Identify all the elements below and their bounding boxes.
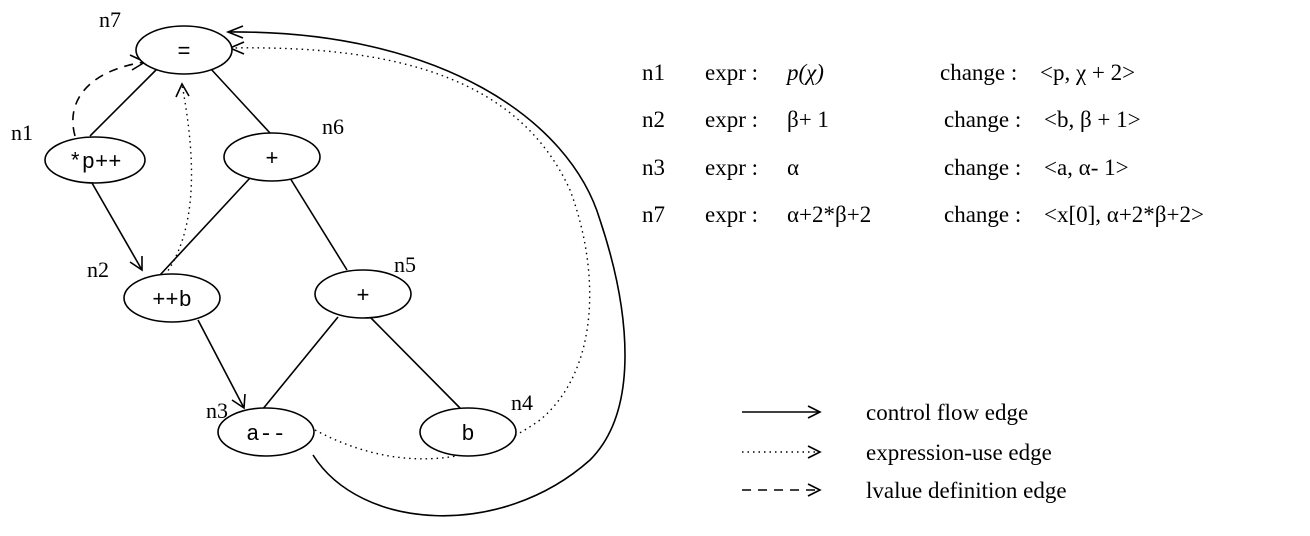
legend-item-lvalue-definition: lvalue definition edge [742, 478, 1067, 503]
legend-item-control-flow: control flow edge [742, 400, 1028, 425]
lvalue-definition-edges [72, 54, 147, 137]
node-n2-id: n2 [87, 257, 109, 282]
control-flow-edges [91, 25, 626, 517]
arrow-head [231, 393, 246, 410]
control-edge-n2-n3 [197, 319, 245, 409]
row-change-label: change : [940, 60, 1017, 85]
control-edge-n1-n2 [91, 182, 143, 271]
node-n2: ++b n2 [87, 257, 221, 323]
row-expr-label: expr : [705, 155, 758, 180]
node-n6-ellipse [223, 132, 321, 182]
arrow-head [225, 25, 244, 39]
node-n2-ellipse [123, 273, 221, 323]
row-expr-value: β+ 1 [787, 107, 829, 132]
node-n1-label: *p++ [69, 150, 122, 175]
node-n2-label: ++b [152, 288, 192, 313]
arrow-head [129, 256, 143, 272]
node-n7: = n7 [99, 7, 233, 75]
edge-n5-n4 [369, 316, 461, 409]
row-change-value: <b, β + 1> [1044, 107, 1141, 132]
arrow-head [807, 405, 822, 419]
edge-n5-n3 [261, 316, 339, 411]
row-expr-value: p(χ) [785, 60, 824, 85]
table-row: n7 expr : α+2*β+2 change : <x[0], α+2*β+… [642, 202, 1204, 227]
node-n4-id: n4 [511, 390, 533, 415]
row-node-id: n2 [642, 107, 665, 132]
node-n1-ellipse [44, 136, 146, 184]
node-n4: b n4 [419, 390, 533, 457]
row-change-value: <x[0], α+2*β+2> [1044, 202, 1204, 227]
row-expr-label: expr : [705, 60, 758, 85]
node-n5-ellipse [314, 269, 412, 319]
node-n6: + n6 [223, 114, 344, 182]
arrow-head [175, 82, 190, 98]
edge-n6-n5 [289, 177, 348, 271]
edge-n7-n1 [89, 67, 159, 137]
legend-item-expression-use: expression-use edge [742, 440, 1052, 465]
tree-edges [89, 67, 461, 411]
node-n3-label: a-- [246, 422, 286, 447]
legend-label: lvalue definition edge [866, 478, 1067, 503]
row-change-value: <a, α- 1> [1044, 155, 1129, 180]
lvalue-edge-n1-n7 [72, 61, 146, 137]
row-change-label: change : [944, 155, 1021, 180]
control-edge-n3-n7 [227, 31, 626, 517]
row-expr-label: expr : [705, 202, 758, 227]
expression-change-table: n1 expr : p(χ) change : <p, χ + 2> n2 ex… [642, 60, 1204, 227]
edge-n6-n2 [159, 177, 251, 276]
row-node-id: n3 [642, 155, 665, 180]
legend-label: expression-use edge [866, 440, 1052, 465]
node-n1: *p++ n1 [11, 120, 146, 184]
arrow-head [807, 445, 822, 459]
node-n3: a-- n3 [206, 398, 315, 457]
row-change-label: change : [944, 202, 1021, 227]
row-node-id: n7 [642, 202, 665, 227]
node-n5-id: n5 [394, 252, 416, 277]
node-n3-ellipse [217, 407, 315, 457]
node-n7-label: = [177, 40, 190, 65]
arrow-head [807, 483, 822, 497]
row-change-value: <p, χ + 2> [1040, 60, 1135, 85]
table-row: n3 expr : α change : <a, α- 1> [642, 155, 1129, 180]
row-expr-value: α [787, 155, 799, 180]
edge-n7-n6 [209, 67, 271, 134]
row-expr-label: expr : [705, 107, 758, 132]
legend: control flow edge expression-use edge lv… [742, 400, 1067, 503]
node-n6-id: n6 [322, 114, 344, 139]
node-n6-label: + [265, 147, 278, 172]
node-n1-id: n1 [11, 120, 33, 145]
row-node-id: n1 [642, 60, 665, 85]
row-change-label: change : [944, 107, 1021, 132]
node-n7-id: n7 [99, 7, 121, 32]
node-n7-ellipse [135, 25, 233, 75]
table-row: n2 expr : β+ 1 change : <b, β + 1> [642, 107, 1141, 132]
graph-nodes: = n7 *p++ n1 + n6 ++b n2 + n5 a-- n3 [11, 7, 533, 457]
node-n3-id: n3 [206, 398, 228, 423]
node-n5-label: + [356, 284, 369, 309]
row-expr-value: α+2*β+2 [787, 202, 871, 227]
legend-label: control flow edge [866, 400, 1028, 425]
node-n4-label: b [461, 422, 474, 447]
node-n5: + n5 [314, 252, 416, 319]
table-row: n1 expr : p(χ) change : <p, χ + 2> [642, 60, 1135, 85]
node-n4-ellipse [419, 407, 517, 457]
